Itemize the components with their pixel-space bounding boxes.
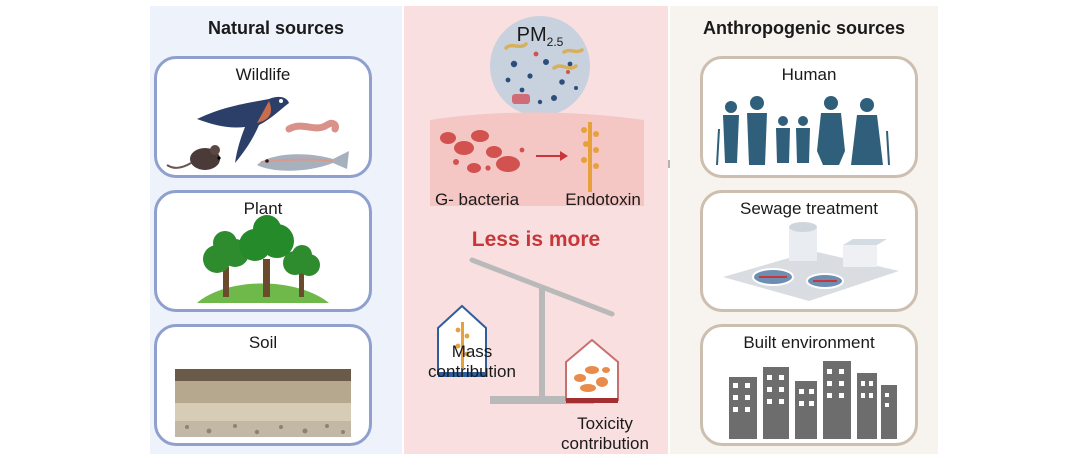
- sewage-treatment-box: Sewage treatment: [700, 190, 918, 312]
- tree-icon: [197, 215, 329, 303]
- natural-sources-title: Natural sources: [207, 18, 345, 38]
- built-environment-label: Built environment: [743, 333, 875, 352]
- soil-box: Soil: [154, 324, 372, 446]
- balance-scale-icon: [437, 257, 619, 404]
- pm-text: PM: [516, 24, 547, 46]
- toxicity-contribution-label: Toxicity contribution: [561, 414, 649, 453]
- center-panel: PM2.5 G- bacteria Endotoxin Less is more: [404, 6, 668, 454]
- anthropogenic-sources-title: Anthropogenic sources: [702, 18, 906, 38]
- city-buildings-icon: [729, 361, 897, 439]
- endotoxin-label: Endotoxin: [565, 190, 641, 209]
- bacteria-to-endotoxin-icon: [440, 122, 599, 192]
- slogan-text: Less is more: [471, 228, 601, 251]
- soil-label: Soil: [248, 333, 278, 352]
- human-label: Human: [781, 65, 837, 84]
- plant-box: Plant: [154, 190, 372, 312]
- natural-sources-panel: Natural sources Wildlife Plant: [150, 6, 402, 454]
- anthropogenic-sources-panel: Anthropogenic sources Human Sewage treat…: [670, 6, 938, 454]
- built-environment-box: Built environment: [700, 324, 918, 446]
- human-family-icon: [716, 96, 890, 166]
- soil-layers-icon: [175, 369, 351, 437]
- wildlife-label: Wildlife: [235, 65, 291, 84]
- pm-subscript: 2.5: [546, 35, 564, 49]
- wildlife-box: Wildlife: [154, 56, 372, 178]
- mass-contribution-label: Mass contribution: [428, 342, 516, 381]
- wildlife-icon: [166, 96, 349, 171]
- bacteria-label: G- bacteria: [434, 190, 520, 209]
- pm25-label: PM2.5: [500, 24, 580, 49]
- sewage-plant-icon: [723, 222, 899, 301]
- plant-label: Plant: [243, 199, 283, 218]
- human-box: Human: [700, 56, 918, 178]
- sewage-treatment-label: Sewage treatment: [740, 199, 878, 218]
